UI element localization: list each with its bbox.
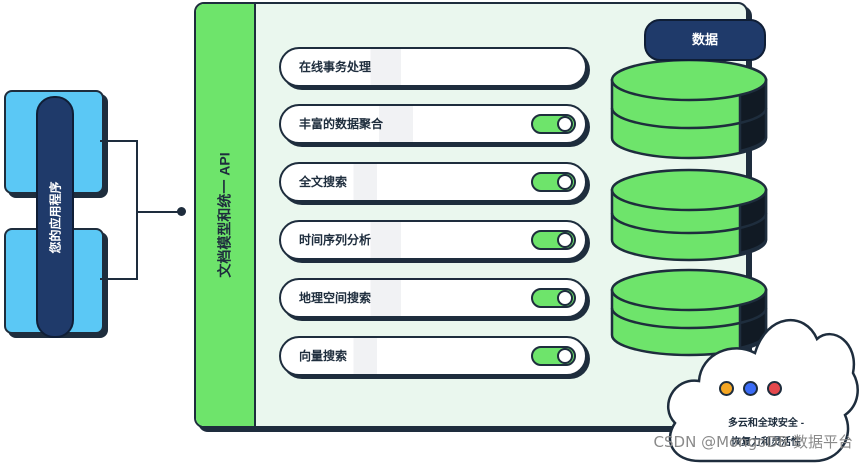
- cloud-provider-dots: [719, 381, 782, 396]
- feature-vector: 向量搜索: [279, 336, 587, 376]
- cloud-icon: [666, 318, 859, 463]
- database-cylinders: [610, 58, 768, 357]
- feature-label: 向量搜索: [299, 338, 378, 374]
- feature-aggregation: 丰富的数据聚合: [279, 104, 587, 144]
- app-pill: 您的应用程序: [36, 96, 74, 338]
- toggle-switch[interactable]: [531, 230, 576, 250]
- connector-bottom: [100, 278, 137, 280]
- toggle-knob: [557, 232, 573, 248]
- provider-dot-red: [767, 381, 782, 396]
- feature-oltp: 在线事务处理: [279, 47, 587, 87]
- feature-geospatial: 地理空间搜索: [279, 278, 587, 318]
- feature-label: 全文搜索: [299, 164, 378, 200]
- toggle-knob: [557, 290, 573, 306]
- cloud-caption-line1: 多云和全球安全 -: [727, 418, 805, 429]
- toggle-knob: [557, 348, 573, 364]
- app-label: 您的应用程序: [48, 180, 63, 254]
- cloud-caption-line2: 恢复力和灵活性: [731, 437, 801, 448]
- toggle-knob: [557, 174, 573, 190]
- toggle-switch[interactable]: [531, 114, 576, 134]
- toggle-switch[interactable]: [531, 172, 576, 192]
- feature-label: 丰富的数据聚合: [299, 106, 414, 142]
- feature-label: 在线事务处理: [299, 49, 402, 85]
- api-sidebar: [196, 4, 256, 426]
- connector-vertical: [136, 140, 138, 280]
- connector-dot: [177, 207, 186, 216]
- connector-top: [100, 140, 137, 142]
- database-label: 数据: [644, 19, 766, 61]
- feature-fulltext: 全文搜索: [279, 162, 587, 202]
- api-title: 文档模型和统一 API: [217, 152, 234, 278]
- feature-label: 地理空间搜索: [299, 280, 402, 316]
- provider-dot-blue: [743, 381, 758, 396]
- toggle-switch[interactable]: [531, 346, 576, 366]
- provider-dot-orange: [719, 381, 734, 396]
- feature-timeseries: 时间序列分析: [279, 220, 587, 260]
- toggle-switch[interactable]: [531, 288, 576, 308]
- feature-label: 时间序列分析: [299, 222, 402, 258]
- toggle-knob: [557, 116, 573, 132]
- watermark: CSDN @MongoDB 数据平台: [653, 433, 853, 451]
- connector-horizontal: [136, 211, 182, 213]
